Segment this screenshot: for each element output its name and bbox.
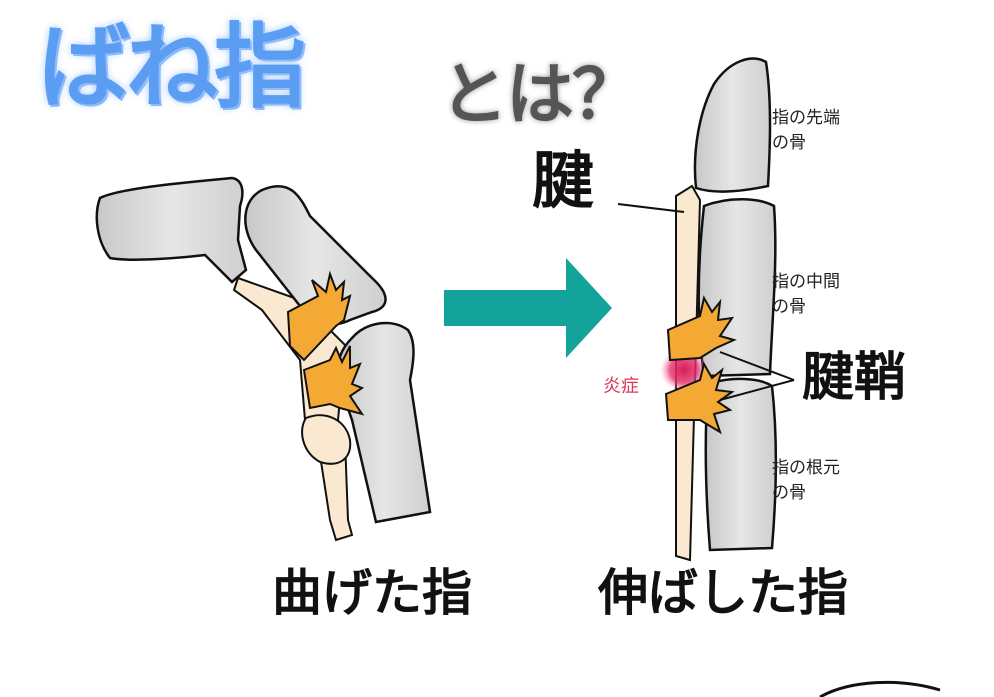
bent-joint (301, 414, 352, 465)
label-inflammation: 炎症 (603, 376, 639, 397)
caption-bent-finger: 曲げた指 (272, 564, 472, 622)
transition-arrow (444, 258, 612, 358)
title-main: ばね指 (38, 14, 306, 121)
bent-sheath-upper (286, 270, 352, 362)
label-bone-middle: 指の中間 の骨 (772, 272, 840, 317)
tendon-pointer (617, 203, 685, 213)
label-bone-base: 指の根元 の骨 (772, 458, 840, 503)
sheath-pointer-upper (719, 351, 795, 381)
bent-sheath-lower (302, 345, 365, 416)
bent-middle-bone (244, 184, 387, 326)
straight-tip-bone (693, 57, 772, 193)
title-sub: とは？ (440, 56, 640, 135)
straight-sheath-upper (666, 295, 737, 362)
straight-base-bone (704, 377, 778, 552)
label-sheath: 腱鞘 (802, 348, 907, 408)
corner-decoration (819, 680, 941, 697)
sheath-pointer-lower (719, 379, 795, 401)
caption-straight-finger: 伸ばした指 (598, 564, 848, 622)
straight-sheath-lower (664, 361, 735, 435)
label-bone-tip: 指の先端 の骨 (772, 108, 840, 153)
bent-finger (95, 176, 432, 542)
bent-tip-bone (95, 176, 248, 284)
label-tendon: 腱 (532, 144, 595, 217)
bent-base-bone (336, 321, 432, 524)
straight-finger (617, 57, 795, 562)
